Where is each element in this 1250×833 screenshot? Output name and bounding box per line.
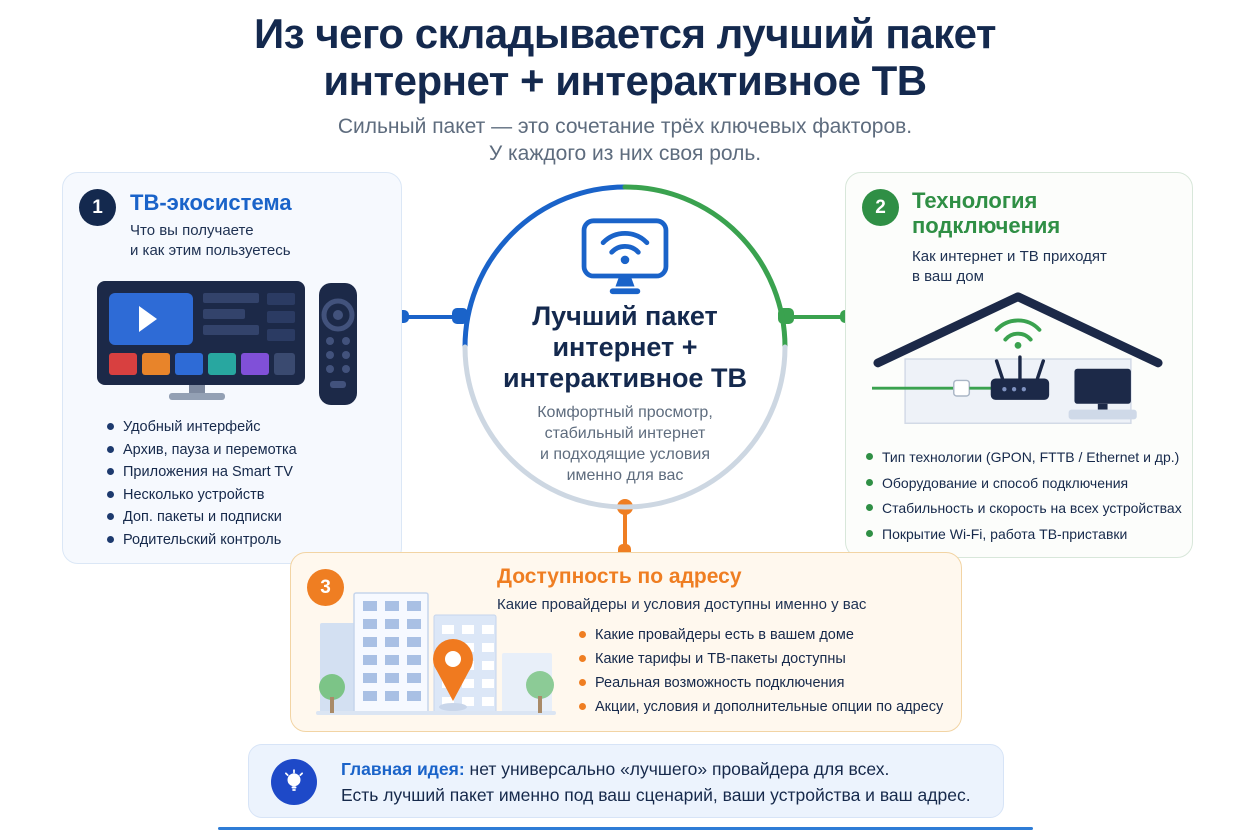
bullet-dot-icon: [107, 536, 114, 544]
bullet-dot-icon: [866, 478, 873, 486]
badge-3: 3: [307, 569, 344, 606]
page-title: Из чего складывается лучший пакет интерн…: [0, 10, 1250, 104]
card-connection-technology: 2 Технология подключения Как интернет и …: [845, 172, 1193, 558]
bullet-text: Реальная возможность подключения: [595, 675, 845, 692]
card-tech-title: Технология подключения: [912, 188, 1060, 238]
list-item: Тип технологии (GPON, FTTB / Ethernet и …: [866, 449, 1186, 466]
bullet-dot-icon: [866, 529, 873, 537]
list-item: Удобный интерфейс: [107, 419, 297, 436]
key-idea-rest: нет универсально «лучшего» провайдера дл…: [469, 759, 890, 779]
home-network-illustration: [872, 292, 1163, 424]
hub-description-line: именно для вас: [566, 466, 684, 484]
bullet-text: Родительский контроль: [123, 532, 282, 549]
bullet-dot-icon: [107, 490, 114, 498]
bullet-text: Акции, условия и дополнительные опции по…: [595, 699, 944, 716]
hub-title-line: интернет +: [552, 332, 698, 363]
list-item: Акции, условия и дополнительные опции по…: [579, 699, 951, 716]
card-address-title: Доступность по адресу: [497, 565, 742, 588]
bullet-dot-icon: [579, 703, 586, 711]
card-tv-bullets: Удобный интерфейс Архив, пауза и перемот…: [107, 419, 297, 555]
card-address-subtitle: Какие провайдеры и условия доступны имен…: [497, 596, 867, 613]
card-tech-subtitle: Как интернет и ТВ приходят в ваш дом: [912, 247, 1107, 288]
bullet-text: Тип технологии (GPON, FTTB / Ethernet и …: [882, 449, 1180, 465]
list-item: Оборудование и способ подключения: [866, 475, 1186, 492]
list-item: Архив, пауза и перемотка: [107, 442, 297, 459]
card-tech-title-line: подключения: [912, 213, 1061, 239]
connector-right-line: [786, 315, 848, 319]
key-idea-banner: Главная идея: нет универсально «лучшего»…: [248, 744, 1004, 818]
page-subtitle-line: Сильный пакет — это сочетание трёх ключе…: [337, 115, 913, 139]
card-tech-subtitle-line: в ваш дом: [912, 268, 984, 286]
page-title-line: Из чего складывается лучший пакет: [254, 10, 996, 57]
badge-1: 1: [79, 189, 116, 226]
card-address-availability: 3: [290, 552, 962, 732]
bullet-dot-icon: [579, 631, 586, 638]
connector-left-line: [400, 315, 464, 319]
bullet-dot-icon: [107, 445, 114, 453]
list-item: Родительский контроль: [107, 532, 297, 549]
list-item: Какие провайдеры есть в вашем доме: [579, 627, 951, 644]
list-item: Стабильность и скорость на всех устройст…: [866, 500, 1186, 517]
page-subtitle: Сильный пакет — это сочетание трёх ключе…: [0, 114, 1250, 168]
city-map-pin-illustration: [316, 592, 556, 715]
bullet-text: Доп. пакеты и подписки: [123, 509, 282, 526]
badge-2: 2: [862, 189, 899, 226]
page-subtitle-line: У каждого из них своя роль.: [488, 141, 762, 165]
bullet-dot-icon: [107, 468, 114, 476]
bullet-text: Оборудование и способ подключения: [882, 474, 1129, 491]
bullet-text: Какие провайдеры есть в вашем доме: [595, 627, 854, 643]
lightbulb-icon: [271, 759, 317, 805]
bullet-dot-icon: [107, 423, 114, 430]
bullet-text: Архив, пауза и перемотка: [123, 441, 297, 458]
bullet-text: Удобный интерфейс: [123, 419, 261, 435]
hub-ring: [462, 184, 788, 510]
page-title-line: интернет + интерактивное ТВ: [323, 57, 927, 105]
bullet-dot-icon: [579, 655, 586, 663]
bullet-text: Приложения на Smart TV: [123, 464, 293, 481]
hub-title-line: Лучший пакет: [532, 301, 718, 331]
connector-bottom-line: [623, 505, 627, 551]
hub-title-line: интерактивное ТВ: [503, 363, 747, 394]
list-item: Несколько устройств: [107, 487, 297, 504]
card-tv-subtitle-line: и как этим пользуетесь: [130, 242, 291, 260]
card-address-bullets: Какие провайдеры есть в вашем доме Какие…: [579, 627, 951, 723]
key-idea-line: Главная идея: нет универсально «лучшего»…: [341, 756, 971, 782]
card-tv-subtitle: Что вы получаете и как этим пользуетесь: [130, 221, 291, 262]
hub-content: Лучший пакет интернет + интерактивное ТВ…: [461, 183, 789, 511]
hub-description: Комфортный просмотр, стабильный интернет…: [537, 403, 713, 486]
key-idea-lead: Главная идея:: [341, 759, 465, 779]
footer-divider: [218, 827, 1033, 830]
bullet-text: Какие тарифы и ТВ-пакеты доступны: [595, 651, 846, 668]
header: Из чего складывается лучший пакет интерн…: [0, 10, 1250, 168]
list-item: Реальная возможность подключения: [579, 675, 951, 692]
card-tv-title: ТВ-экосистема: [130, 190, 292, 215]
bullet-text: Несколько устройств: [123, 486, 265, 503]
bullet-text: Стабильность и скорость на всех устройст…: [882, 500, 1182, 517]
tv-wifi-icon: [581, 218, 669, 295]
bullet-dot-icon: [579, 679, 586, 687]
bullet-text: Покрытие Wi-Fi, работа ТВ-приставки: [882, 525, 1128, 542]
list-item: Приложения на Smart TV: [107, 464, 297, 481]
card-tech-bullets: Тип технологии (GPON, FTTB / Ethernet и …: [866, 449, 1186, 551]
card-tv-ecosystem: 1 ТВ-экосистема Что вы получаете и как э…: [62, 172, 402, 564]
connector-left-node: [452, 308, 468, 324]
hub-description-line: и подходящие условия: [539, 445, 711, 463]
list-item: Какие тарифы и ТВ-пакеты доступны: [579, 651, 951, 668]
smart-tv-remote-illustration: [97, 281, 357, 405]
key-idea-text: Главная идея: нет универсально «лучшего»…: [341, 756, 971, 809]
list-item: Доп. пакеты и подписки: [107, 509, 297, 526]
card-tech-title-line: Технология: [912, 188, 1038, 213]
bullet-dot-icon: [866, 453, 873, 460]
central-hub: Лучший пакет интернет + интерактивное ТВ…: [461, 183, 789, 511]
bullet-dot-icon: [107, 513, 114, 521]
hub-description-line: стабильный интернет: [544, 424, 706, 442]
key-idea-line: Есть лучший пакет именно под ваш сценари…: [341, 785, 971, 806]
card-tech-subtitle-line: Как интернет и ТВ приходят: [912, 248, 1107, 265]
card-tv-subtitle-line: Что вы получаете: [130, 222, 254, 239]
hub-description-line: Комфортный просмотр,: [537, 404, 713, 422]
hub-title: Лучший пакет интернет + интерактивное ТВ: [503, 301, 747, 394]
list-item: Покрытие Wi-Fi, работа ТВ-приставки: [866, 526, 1186, 543]
bullet-dot-icon: [866, 504, 873, 512]
